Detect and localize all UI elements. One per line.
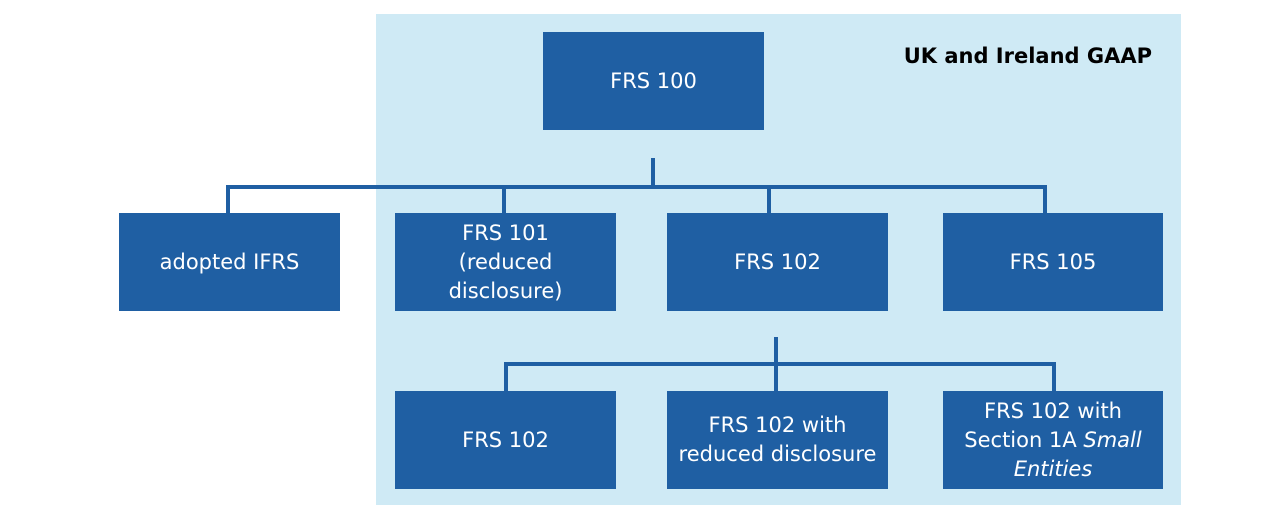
node-frs101-line-3: disclosure) — [448, 278, 563, 303]
region-label: UK and Ireland GAAP — [903, 44, 1152, 68]
node-frs102-1a-line-1: FRS 102 with — [984, 398, 1122, 423]
node-frs101-line-1: FRS 101 — [462, 220, 549, 245]
node-frs102-1a-line-3: Entities — [1013, 456, 1093, 481]
node-frs101-line-2: (reduced — [458, 249, 553, 274]
node-frs105-label: FRS 105 — [1009, 249, 1097, 274]
node-frs100-label: FRS 100 — [610, 68, 697, 93]
node-frs105: FRS 105 — [943, 213, 1163, 311]
node-frs102-bottom-label: FRS 102 — [462, 427, 549, 452]
node-frs102-1a-line-2-plain: Section 1A — [964, 427, 1084, 452]
node-frs100: FRS 100 — [543, 32, 764, 130]
node-frs102-reduced-line-2: reduced disclosure — [678, 442, 877, 466]
node-frs102-reduced-line-1: FRS 102 with — [708, 413, 847, 437]
node-adopted-ifrs: adopted IFRS — [119, 213, 340, 311]
node-frs102-mid: FRS 102 — [667, 213, 888, 311]
node-frs102-reduced: FRS 102 with reduced disclosure — [667, 391, 888, 489]
node-frs102-1a: FRS 102 with Section 1A Small Entities — [943, 391, 1163, 489]
node-adopted-ifrs-label: adopted IFRS — [159, 249, 300, 274]
node-frs102-mid-label: FRS 102 — [734, 249, 821, 274]
node-frs101: FRS 101 (reduced disclosure) — [395, 213, 616, 311]
node-frs102-1a-line-2: Section 1A Small — [964, 426, 1141, 455]
node-frs102-bottom: FRS 102 — [395, 391, 616, 489]
node-frs102-1a-line-2-italic: Small — [1083, 427, 1142, 452]
